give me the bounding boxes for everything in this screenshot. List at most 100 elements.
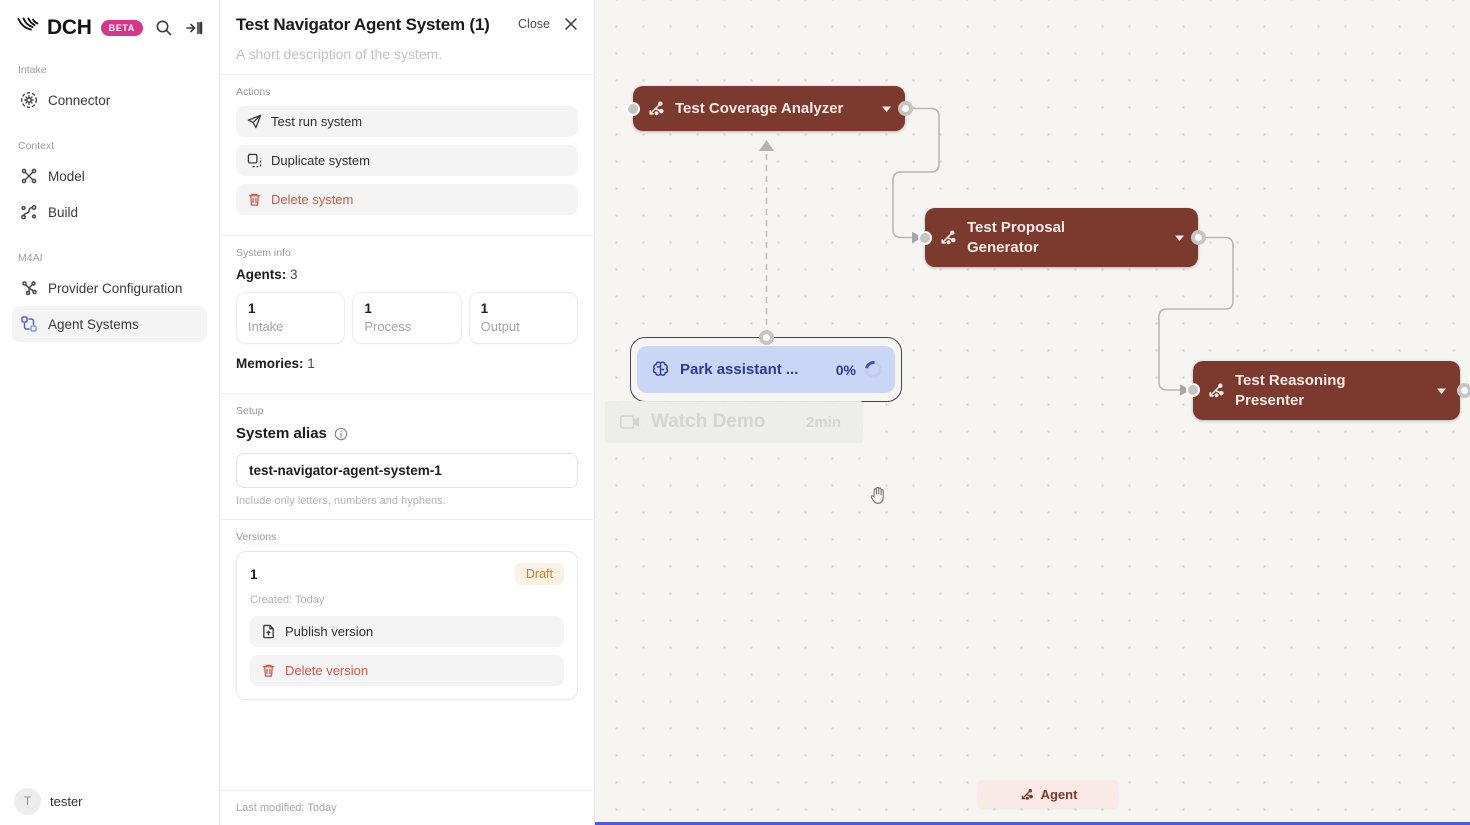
agent-palette-chip[interactable]: Agent [978,780,1118,808]
stat-card-process: 1 Process [352,292,462,344]
stat-card-intake: 1 Intake [236,292,346,344]
watch-demo-label: Watch Demo [651,411,766,432]
provider-network-icon [22,281,37,296]
chevron-down-icon[interactable] [1174,234,1185,242]
sidebar-section-context: Context Model Build [12,140,207,230]
status-badge: Draft [514,563,564,585]
edge-arrowhead [1180,384,1191,396]
duplicate-icon [247,153,262,168]
model-network-icon [21,168,37,184]
actions-label: Actions [236,86,271,98]
publish-version-button[interactable]: Publish version [250,616,564,647]
alias-label-text: System alias [236,425,327,442]
node-test-reasoning-presenter[interactable]: Test Reasoning Presenter [1193,361,1460,420]
sidebar-item-label: Model [48,168,85,184]
input-port[interactable] [626,101,640,116]
system-alias-input[interactable] [236,453,578,488]
last-modified-text: Last modified: Today [220,790,594,825]
stat-value: 1 [364,301,372,316]
sidebar-section-intake: Intake Connector [12,64,207,118]
memories-count-row: Memories: 1 [236,356,578,371]
setup-label: Setup [236,405,264,417]
system-info-section: System info Agents: 3 1 Intake 1 Process… [220,236,594,394]
video-progress-bar [595,822,1470,825]
publish-icon [263,624,274,639]
input-port[interactable] [1186,383,1200,397]
section-label: Intake [18,64,47,76]
alias-helper-text: Include only letters, numbers and hyphen… [236,495,446,507]
sidebar: DCH BETA Intake Connector [0,0,220,825]
app-logo-text: DCH [47,16,92,39]
agent-node-icon [941,230,956,245]
version-created-text: Created: Today [250,594,325,606]
brain-icon [652,361,669,376]
sidebar-item-label: Agent Systems [48,316,139,332]
stat-card-output: 1 Output [468,292,578,344]
connector-gear-icon [20,91,38,109]
collapse-sidebar-icon[interactable] [185,19,203,37]
output-port[interactable] [1190,230,1206,245]
section-label: M4AI [18,252,43,264]
action-label: Test run system [271,114,363,129]
close-icon[interactable] [564,17,578,31]
stat-label: Output [480,319,520,334]
delete-system-button[interactable]: Delete system [236,184,578,215]
progress-percentage: 0% [835,361,856,378]
agents-count-row: Agents: 3 [236,267,578,282]
sidebar-item-label: Connector [48,92,111,108]
node-test-coverage-analyzer[interactable]: Test Coverage Analyzer [633,86,905,131]
action-label: Publish version [285,624,374,639]
system-alias-label: System alias [236,425,578,442]
claw-logo-icon [17,17,39,31]
delete-version-button[interactable]: Delete version [250,655,564,686]
node-test-proposal-generator[interactable]: Test Proposal Generator [925,208,1198,267]
sidebar-item-build[interactable]: Build [12,194,207,230]
chevron-down-icon[interactable] [881,105,892,113]
build-flow-icon [21,205,37,220]
output-port[interactable] [1457,382,1470,398]
node-park-assistant[interactable]: Park assistant ... 0% [637,346,895,393]
logo-row: DCH BETA [12,14,207,42]
sidebar-item-model[interactable]: Model [12,158,207,194]
agent-node-icon [1209,383,1224,398]
sidebar-item-connector[interactable]: Connector [12,82,207,118]
top-port[interactable] [759,329,774,345]
stat-value: 1 [248,301,256,316]
system-description[interactable]: A short description of the system. [236,46,443,62]
stat-label: Process [364,319,412,334]
node-label: Test Proposal Generator [967,219,1066,256]
sidebar-item-agent-systems[interactable]: Agent Systems [12,306,207,342]
edge-analyzer-to-generator [892,107,940,239]
node-park-assistant-selection[interactable]: Park assistant ... 0% [630,337,902,402]
edge-generator-to-presenter [1158,236,1234,391]
memories-count: 1 [307,356,315,371]
system-info-label: System info [236,247,291,259]
user-name: tester [50,794,83,809]
sidebar-item-provider-configuration[interactable]: Provider Configuration [12,270,207,306]
hand-grab-cursor [870,486,884,504]
watch-demo-overlay: Watch Demo 2min [605,401,863,443]
panel-header: Test Navigator Agent System (1) Close A … [220,0,594,75]
action-label: Duplicate system [271,153,370,168]
action-label: Delete system [271,192,354,207]
avatar: T [14,788,41,815]
info-icon[interactable] [334,427,348,441]
input-port[interactable] [918,230,932,245]
duplicate-system-button[interactable]: Duplicate system [236,145,578,176]
output-port[interactable] [897,101,913,116]
flow-canvas[interactable]: Test Coverage Analyzer Test Proposal Gen… [595,0,1470,825]
close-button[interactable]: Close [518,17,550,31]
search-icon[interactable] [155,19,173,37]
beta-badge: BETA [100,20,143,36]
version-card: 1 Draft Created: Today Publish version D… [236,551,578,700]
stat-value: 1 [480,301,489,316]
chevron-down-icon[interactable] [1436,387,1447,395]
paper-plane-icon [247,114,262,129]
memories-label: Memories: [236,356,304,371]
versions-section: Versions 1 Draft Created: Today Publish … [220,520,594,712]
test-run-system-button[interactable]: Test run system [236,106,578,137]
versions-label: Versions [236,531,277,543]
agent-chip-icon [1021,788,1033,800]
user-row[interactable]: T tester [14,788,83,815]
watch-demo-duration: 2min [805,413,841,431]
